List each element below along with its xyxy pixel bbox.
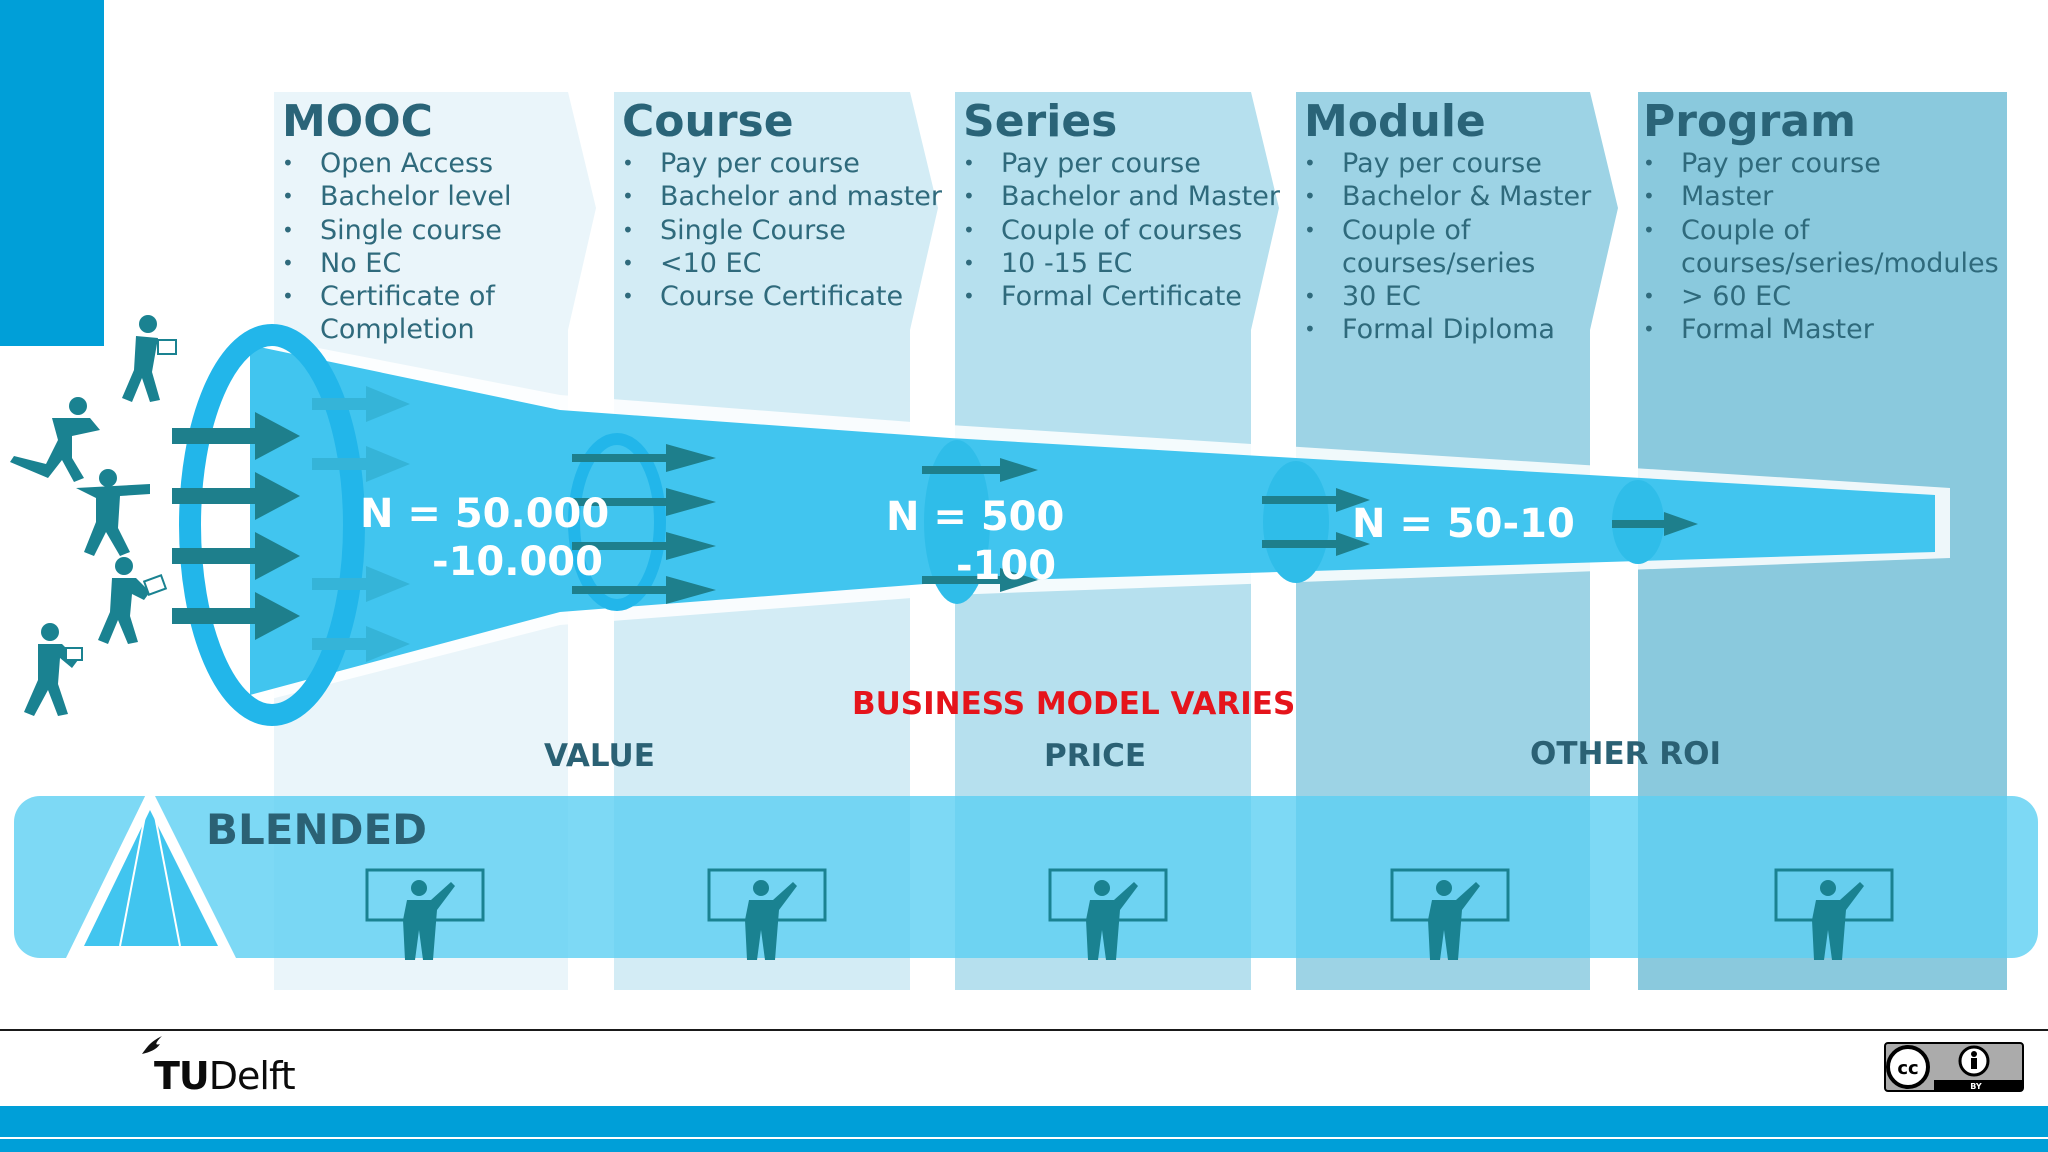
presenter-icon <box>1390 868 1510 960</box>
person-icon <box>10 397 100 482</box>
list-item: Pay per course <box>622 147 942 181</box>
column-title-module: Module <box>1304 96 1486 147</box>
list-item: > 60 EC <box>1643 280 1973 314</box>
cc-by-icon: cc BY <box>1884 1042 2024 1092</box>
list-item: Formal Certificate <box>963 280 1283 314</box>
flame-icon <box>142 1036 162 1054</box>
column-list-course: Pay per course Bachelor and master Singl… <box>622 147 942 314</box>
column-list-module: Pay per course Bachelor & Master Couple … <box>1304 147 1594 347</box>
business-model-label: BUSINESS MODEL VARIES <box>852 686 1296 722</box>
presenter-icon <box>1774 868 1894 960</box>
list-item: No EC <box>282 247 582 281</box>
person-icon <box>98 557 168 644</box>
svg-text:BY: BY <box>1970 1082 1982 1091</box>
funnel-mouth-ring <box>179 324 365 726</box>
other-roi-label: OTHER ROI <box>1530 736 1722 772</box>
blended-band <box>14 796 2038 958</box>
list-item: Formal Diploma <box>1304 313 1594 347</box>
list-item: 10 -15 EC <box>963 247 1283 281</box>
column-title-series: Series <box>963 96 1118 147</box>
corner-accent-bar <box>0 0 104 346</box>
list-item: <10 EC <box>622 247 942 281</box>
list-item: Formal Master <box>1643 313 1973 347</box>
person-icon <box>122 315 177 402</box>
list-item: Certificate of Completion <box>282 280 520 347</box>
list-item: 30 EC <box>1304 280 1594 314</box>
funnel-count-series: N = 500 <box>886 494 1065 540</box>
list-item: Bachelor level <box>282 180 582 214</box>
svg-text:cc: cc <box>1897 1058 1918 1079</box>
funnel-ring-4 <box>1263 461 1329 583</box>
people-icons <box>10 315 177 716</box>
funnel-count-mooc-range: -10.000 <box>432 539 603 585</box>
list-item: Couple of courses/series/modules <box>1643 214 1999 281</box>
list-item: Bachelor & Master <box>1304 180 1594 214</box>
column-title-mooc: MOOC <box>282 96 433 147</box>
list-item: Master <box>1643 180 1973 214</box>
presenter-icon <box>707 868 827 960</box>
funnel-ring-3 <box>924 440 990 604</box>
price-label: PRICE <box>1044 738 1147 774</box>
presenter-icon <box>365 868 485 960</box>
footer-bar <box>0 1106 2048 1152</box>
funnel-count-module: N = 50-10 <box>1352 501 1575 547</box>
funnel-count-mooc: N = 50.000 <box>360 491 610 537</box>
column-list-mooc: Open Access Bachelor level Single course… <box>282 147 582 347</box>
funnel-count-series-range: -100 <box>956 543 1057 589</box>
funnel <box>179 324 1950 726</box>
column-title-course: Course <box>622 96 794 147</box>
logo-tu: TU <box>154 1054 210 1098</box>
list-item: Couple of courses/series <box>1304 214 1562 281</box>
list-item: Pay per course <box>963 147 1283 181</box>
presenter-icons <box>365 868 1894 960</box>
list-item: Pay per course <box>1643 147 1973 181</box>
blended-label: BLENDED <box>206 805 428 854</box>
tudelft-logo: TUDelft <box>124 1036 296 1102</box>
presenter-icon <box>1048 868 1168 960</box>
logo-delft: Delft <box>208 1054 296 1098</box>
list-item: Bachelor and Master <box>963 180 1283 214</box>
list-item: Pay per course <box>1304 147 1594 181</box>
list-item: Course Certificate <box>622 280 942 314</box>
funnel-ring-2 <box>568 433 666 611</box>
list-item: Single Course <box>622 214 942 248</box>
list-item: Bachelor and master <box>622 180 942 214</box>
column-list-program: Pay per course Master Couple of courses/… <box>1643 147 1999 347</box>
column-list-series: Pay per course Bachelor and Master Coupl… <box>963 147 1283 314</box>
column-title-program: Program <box>1643 96 1856 147</box>
list-item: Open Access <box>282 147 582 181</box>
list-item: Single course <box>282 214 582 248</box>
person-icon <box>24 623 83 716</box>
value-label: VALUE <box>544 738 655 774</box>
arrow-icons <box>172 386 1698 662</box>
person-icon <box>76 469 150 556</box>
list-item: Couple of courses <box>963 214 1283 248</box>
